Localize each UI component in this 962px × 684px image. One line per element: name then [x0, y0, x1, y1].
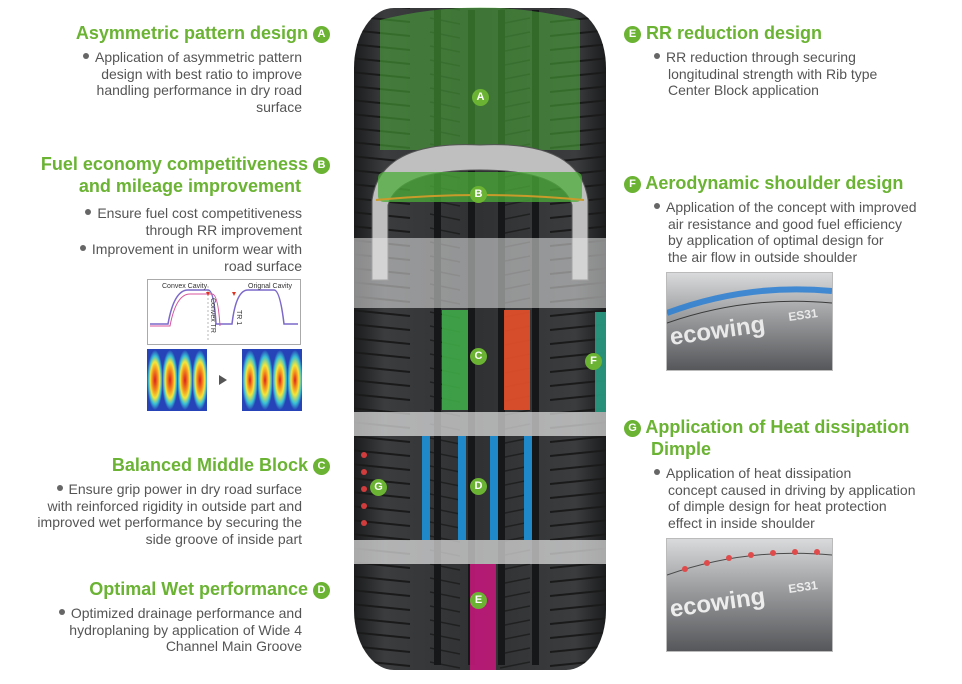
- marker-c: C: [470, 348, 487, 365]
- section-c-line: improved wet performance by securing the: [37, 514, 302, 530]
- bullet-icon: [85, 209, 92, 216]
- section-a-line: design with best ratio to improve: [101, 65, 302, 82]
- section-b-title: Fuel economy competitiveness B and milea…: [20, 153, 330, 197]
- cavity-profile-chart: Convex Cavity Orignal Cavity Convex TR T…: [147, 279, 301, 345]
- badge-f: F: [624, 175, 641, 193]
- section-e-title-text: RR reduction design: [646, 23, 823, 43]
- marker-b: B: [470, 186, 487, 203]
- aerodynamic-shoulder-photo: ecowing ES31: [666, 272, 833, 371]
- cavity-profile-graphic: Convex Cavity Orignal Cavity Convex TR T…: [150, 283, 298, 340]
- bullet-icon: [79, 245, 86, 252]
- section-b-bullet1-line: through RR improvement: [145, 221, 302, 238]
- chart-label-tr1: TR 1: [235, 310, 242, 325]
- section-e-line: longitudinal strength with Rib type: [668, 65, 878, 82]
- section-d-line: hydroplaning by application of Wide 4: [69, 621, 302, 638]
- section-f-title: F Aerodynamic shoulder design: [624, 172, 944, 194]
- section-a-line: surface: [256, 98, 302, 115]
- marker-f: F: [585, 353, 602, 370]
- section-e-line: Center Block application: [668, 82, 819, 98]
- section-a-title-text: Asymmetric pattern design: [75, 23, 308, 43]
- section-c-title-text: Balanced Middle Block: [111, 455, 308, 475]
- badge-a: A: [313, 25, 330, 43]
- section-b-bullet2-line: road surface: [224, 257, 302, 274]
- section-d-title: Optimal Wet performance D: [40, 578, 330, 600]
- heat-dimple-photo: ecowing ES31: [666, 538, 833, 652]
- heatmap-before: [147, 349, 208, 411]
- marker-d: D: [470, 478, 487, 495]
- section-f-title-text: Aerodynamic shoulder design: [645, 173, 904, 193]
- section-b-text: Ensure fuel cost competitiveness through…: [20, 205, 302, 274]
- section-a-line: Application of asymmetric pattern: [95, 49, 302, 65]
- section-d-line: Channel Main Groove: [165, 638, 302, 654]
- section-b-title-line2: and mileage improvement: [78, 176, 301, 196]
- marker-g: G: [370, 479, 387, 496]
- bullet-icon: [654, 53, 660, 60]
- section-b-title-line1: Fuel economy competitiveness: [40, 154, 308, 174]
- badge-d: D: [313, 581, 330, 599]
- badge-c: C: [313, 457, 330, 475]
- section-g-title-line1: Application of Heat dissipation: [645, 417, 910, 437]
- section-d-line: Optimized drainage performance and: [70, 605, 302, 621]
- section-c-title: Balanced Middle Block C: [40, 454, 330, 476]
- chart-label-convex-tr: Convex TR: [209, 298, 216, 333]
- section-b-bullet1-line: Ensure fuel cost competitiveness: [97, 205, 302, 221]
- badge-g: G: [624, 419, 641, 437]
- section-g-line: effect in inside shoulder: [668, 514, 815, 531]
- section-f-text: Application of the concept with improved…: [654, 199, 959, 265]
- marker-a: A: [472, 89, 489, 106]
- section-e-line: RR reduction through securing: [666, 49, 856, 65]
- section-c-text: Ensure grip power in dry road surface wi…: [10, 481, 302, 547]
- chart-label-convex: Convex Cavity: [162, 283, 208, 290]
- section-c-line: Ensure grip power in dry road surface: [68, 481, 302, 497]
- photo-brand-text: ecowing: [668, 583, 767, 623]
- section-b-bullet2-line: Improvement in uniform wear with: [91, 241, 302, 257]
- section-a-title: Asymmetric pattern design A: [40, 22, 330, 44]
- section-a-text: Application of asymmetric pattern design…: [20, 49, 302, 115]
- photo-brand-text: ecowing: [668, 311, 767, 351]
- badge-e: E: [624, 25, 641, 43]
- section-c-line: with reinforced rigidity in outside part…: [47, 497, 302, 514]
- section-d-title-text: Optimal Wet performance: [89, 579, 308, 599]
- heatmap-after: [242, 349, 303, 411]
- section-g-title: G Application of Heat dissipation Dimple: [624, 416, 944, 460]
- section-e-text: RR reduction through securing longitudin…: [654, 49, 954, 99]
- section-g-line: of dimple design for heat protection: [668, 498, 887, 514]
- chart-label-original: Orignal Cavity: [248, 283, 292, 290]
- section-f-line: Application of the concept with improved: [666, 199, 917, 215]
- bullet-icon: [654, 203, 660, 210]
- section-d-text: Optimized drainage performance and hydro…: [20, 605, 302, 655]
- badge-b: B: [313, 156, 330, 174]
- section-g-text: Application of heat dissipation concept …: [654, 465, 959, 531]
- section-c-line: side groove of inside part: [145, 530, 302, 547]
- photo-model-text: ES31: [787, 578, 818, 596]
- section-g-title-line2: Dimple: [651, 439, 712, 459]
- section-f-line: by application of optimal design for: [668, 232, 884, 248]
- bullet-icon: [58, 609, 65, 616]
- section-g-line: concept caused in driving by application: [668, 481, 916, 498]
- section-e-title: E RR reduction design: [624, 22, 944, 44]
- section-a-line: handling performance in dry road: [96, 82, 302, 98]
- section-g-line: Application of heat dissipation: [666, 465, 852, 481]
- arrow-right-icon: [219, 375, 227, 385]
- section-f-line: air resistance and good fuel efficiency: [668, 215, 902, 232]
- bullet-icon: [654, 469, 660, 476]
- bullet-icon: [83, 53, 90, 60]
- marker-e: E: [470, 592, 487, 609]
- section-f-line: the air flow in outside shoulder: [668, 248, 858, 265]
- tire-illustration: [350, 0, 610, 679]
- photo-model-text: ES31: [787, 306, 818, 324]
- bullet-icon: [56, 485, 63, 492]
